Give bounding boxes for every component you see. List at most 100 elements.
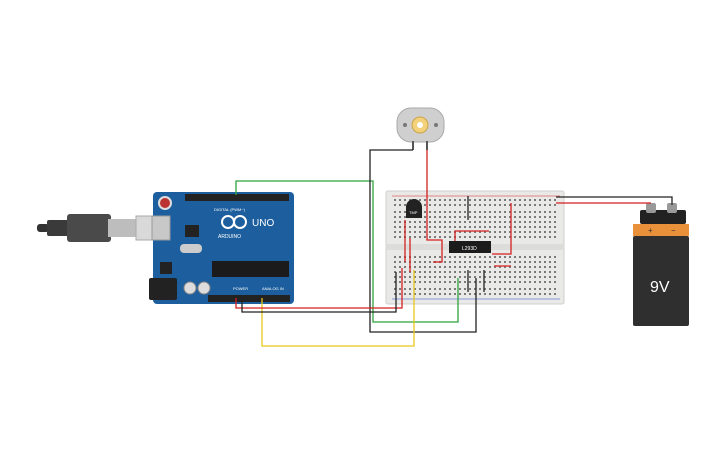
breadboard-hole	[434, 271, 436, 273]
breadboard-hole	[464, 236, 466, 238]
breadboard-hole	[444, 204, 446, 206]
breadboard-hole	[414, 288, 416, 290]
wire-black-motor	[369, 149, 477, 333]
arduino-digital-label: DIGITAL (PWM~)	[214, 207, 246, 212]
breadboard-hole	[479, 276, 481, 278]
breadboard-hole	[544, 281, 546, 283]
breadboard-hole	[539, 256, 541, 258]
breadboard-hole	[399, 211, 401, 213]
breadboard-hole	[489, 236, 491, 238]
arduino-uno-board[interactable]: ARDUINO UNO DIGITAL (PWM~) POWER ANALOG …	[149, 192, 294, 304]
breadboard-hole	[544, 271, 546, 273]
breadboard-hole	[514, 271, 516, 273]
breadboard-hole	[459, 276, 461, 278]
breadboard-hole	[524, 261, 526, 263]
breadboard-hole	[424, 226, 426, 228]
breadboard-hole	[519, 221, 521, 223]
breadboard-hole	[489, 266, 491, 268]
breadboard-hole	[549, 216, 551, 218]
breadboard-hole	[454, 271, 456, 273]
transistor-tmp[interactable]: TMP	[406, 199, 422, 218]
breadboard-hole	[464, 281, 466, 283]
breadboard-hole	[479, 288, 481, 290]
breadboard-hole	[449, 271, 451, 273]
breadboard-hole	[484, 276, 486, 278]
breadboard-hole	[554, 204, 556, 206]
breadboard-hole	[529, 276, 531, 278]
breadboard-hole	[499, 204, 501, 206]
breadboard-hole	[444, 256, 446, 258]
battery-9v[interactable]: + − 9V	[633, 203, 689, 326]
breadboard-hole	[549, 199, 551, 201]
breadboard-hole	[429, 276, 431, 278]
breadboard-hole	[404, 211, 406, 213]
dc-motor[interactable]	[396, 107, 445, 150]
breadboard-hole	[509, 199, 511, 201]
breadboard-hole	[554, 199, 556, 201]
breadboard-hole	[504, 221, 506, 223]
breadboard-hole	[424, 221, 426, 223]
breadboard-hole	[544, 276, 546, 278]
breadboard-hole	[484, 288, 486, 290]
breadboard-hole	[484, 261, 486, 263]
breadboard-hole	[539, 276, 541, 278]
breadboard-hole	[519, 231, 521, 233]
breadboard-hole	[534, 266, 536, 268]
breadboard-hole	[454, 288, 456, 290]
breadboard-hole	[554, 221, 556, 223]
breadboard-hole	[494, 231, 496, 233]
breadboard-hole	[449, 216, 451, 218]
breadboard-hole	[464, 271, 466, 273]
breadboard-hole	[394, 216, 396, 218]
breadboard-hole	[504, 288, 506, 290]
breadboard-hole	[479, 221, 481, 223]
l293d-driver-chip[interactable]: L293D	[449, 241, 491, 253]
breadboard-hole	[394, 221, 396, 223]
breadboard-hole	[549, 211, 551, 213]
breadboard-hole	[509, 256, 511, 258]
breadboard-hole	[459, 216, 461, 218]
breadboard-hole	[434, 256, 436, 258]
breadboard-hole	[529, 211, 531, 213]
breadboard-hole	[544, 293, 546, 295]
usb-cable	[37, 214, 163, 242]
breadboard-hole	[419, 256, 421, 258]
breadboard-hole	[419, 293, 421, 295]
breadboard-hole	[469, 288, 471, 290]
breadboard-hole	[534, 276, 536, 278]
breadboard-hole	[519, 256, 521, 258]
breadboard-hole	[404, 199, 406, 201]
breadboard-hole	[399, 288, 401, 290]
breadboard-hole	[479, 204, 481, 206]
transistor-label: TMP	[409, 210, 418, 215]
breadboard-hole	[434, 199, 436, 201]
breadboard-hole	[429, 281, 431, 283]
breadboard-hole	[404, 276, 406, 278]
breadboard-hole	[554, 271, 556, 273]
breadboard-hole	[444, 293, 446, 295]
breadboard-hole	[529, 281, 531, 283]
breadboard-hole	[479, 216, 481, 218]
breadboard-hole	[404, 293, 406, 295]
breadboard-hole	[484, 211, 486, 213]
breadboard-hole	[464, 221, 466, 223]
breadboard-hole	[494, 226, 496, 228]
breadboard-hole	[524, 226, 526, 228]
breadboard-hole	[524, 236, 526, 238]
breadboard-hole	[509, 281, 511, 283]
breadboard-hole	[464, 211, 466, 213]
breadboard-hole	[484, 236, 486, 238]
breadboard-hole	[489, 293, 491, 295]
breadboard-hole	[444, 236, 446, 238]
breadboard-hole	[489, 204, 491, 206]
breadboard-hole	[414, 226, 416, 228]
breadboard-hole	[494, 216, 496, 218]
breadboard-hole	[454, 199, 456, 201]
breadboard-hole	[439, 216, 441, 218]
breadboard-hole	[479, 256, 481, 258]
breadboard-hole	[494, 204, 496, 206]
breadboard-hole	[514, 199, 516, 201]
breadboard-hole	[539, 261, 541, 263]
breadboard-hole	[494, 271, 496, 273]
